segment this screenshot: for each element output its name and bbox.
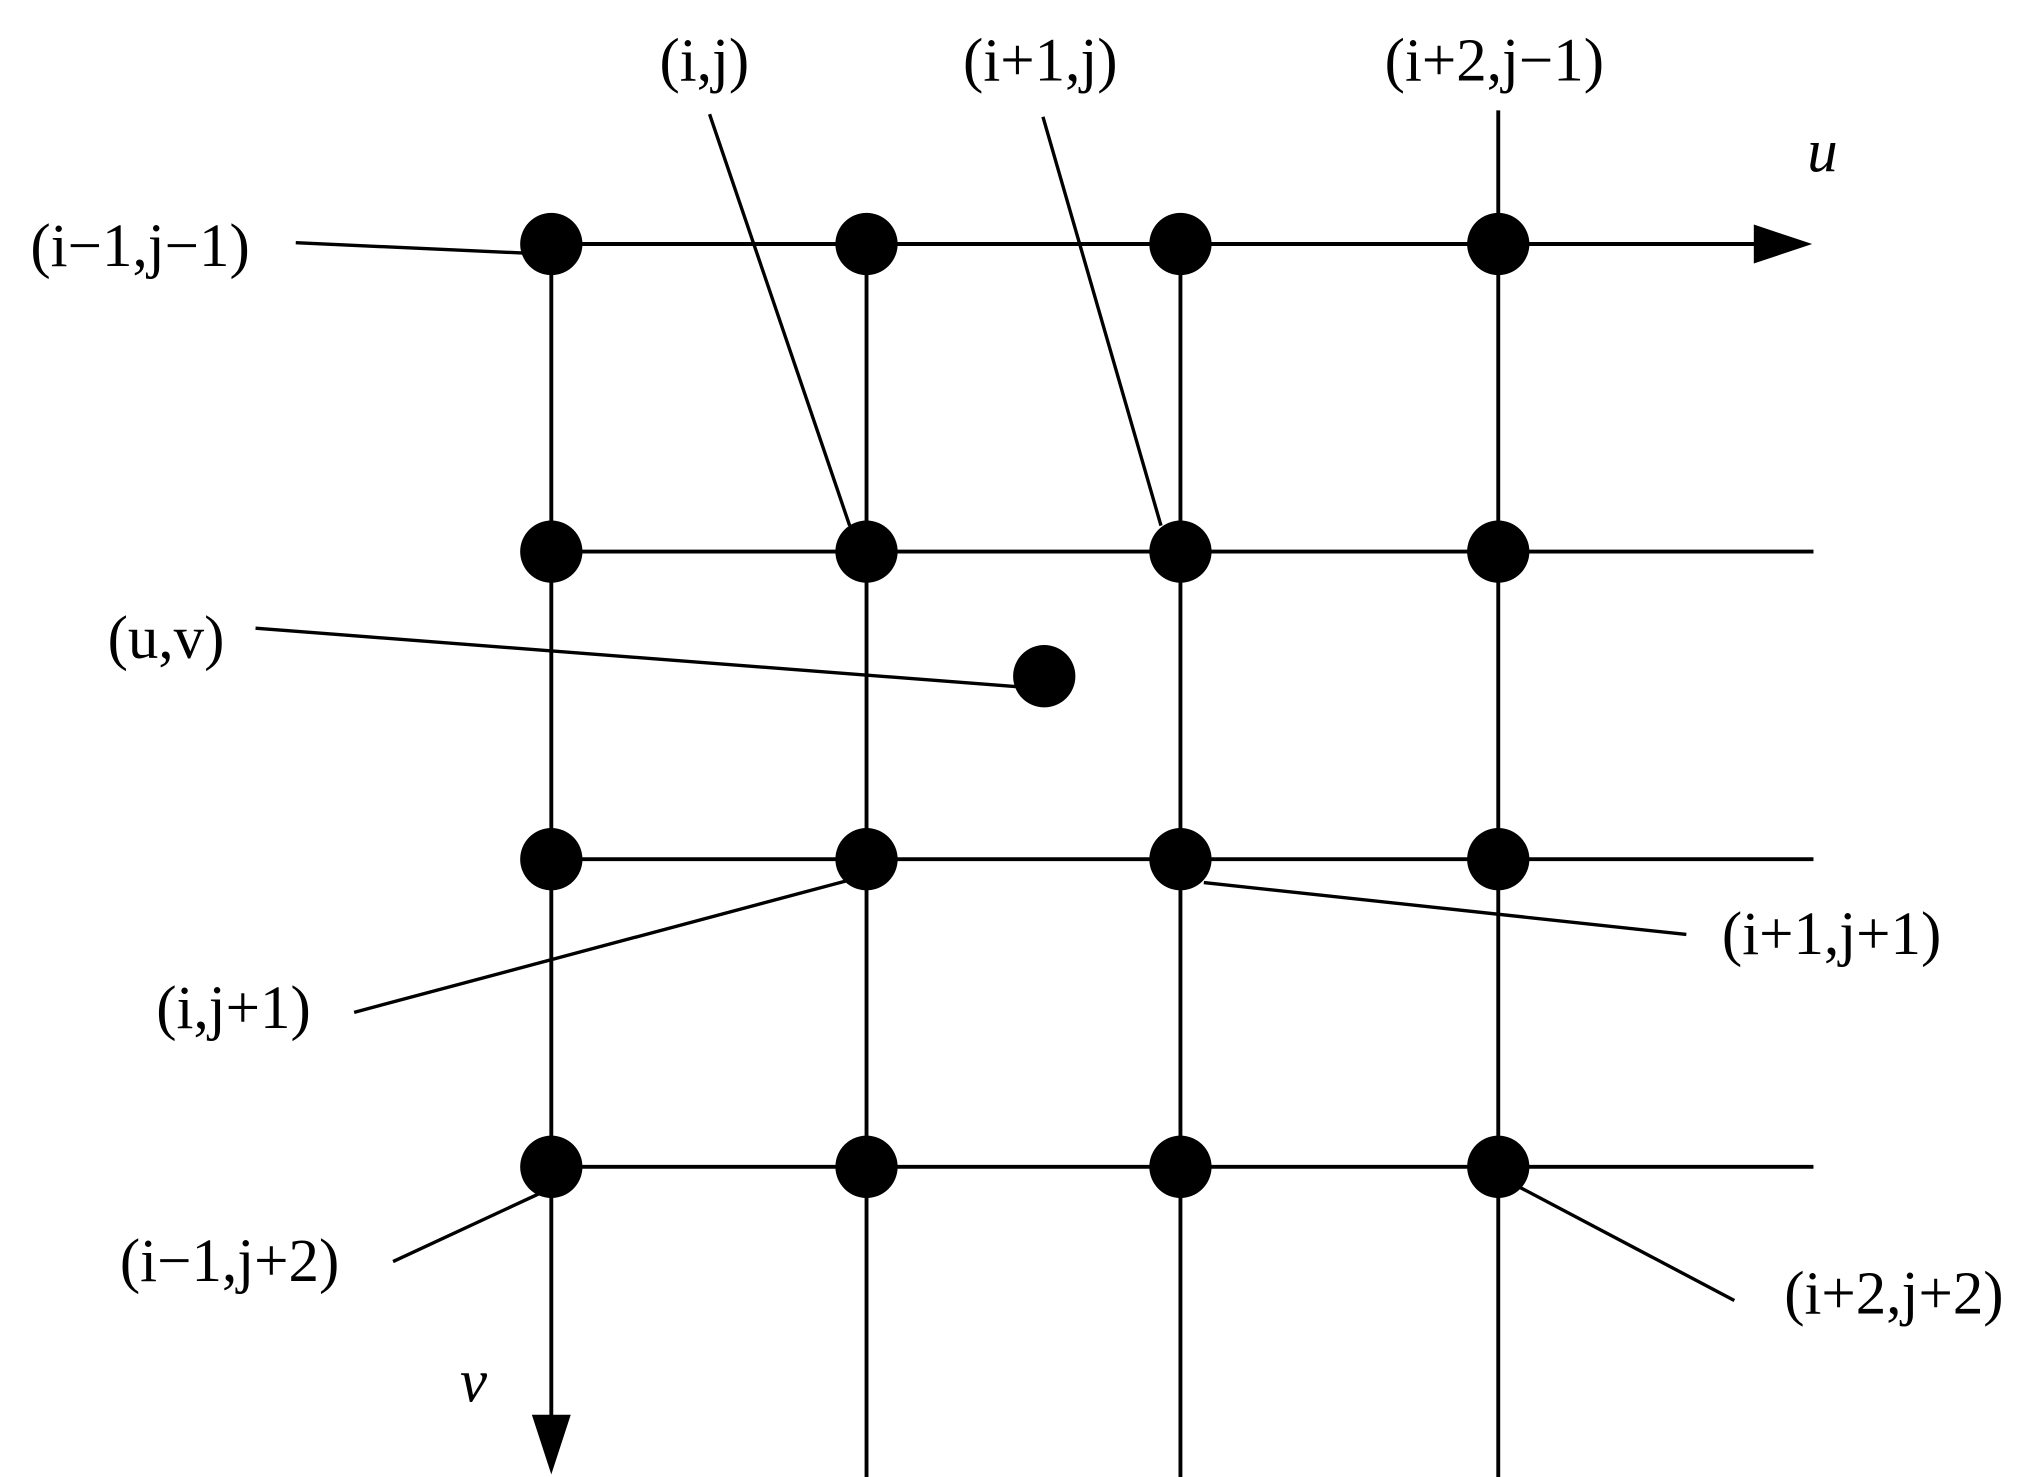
sample-point-uv [1013,645,1076,708]
grid-node [520,520,583,583]
leader-line [707,113,852,527]
grid-node [520,212,583,276]
grid-node [1149,520,1212,583]
label-i-j: (i,j) [660,27,750,94]
leader-line [392,1192,540,1264]
label-im1-jm1: (i−1,j−1) [30,213,249,280]
grid-node [835,520,898,583]
grid-nodes [520,212,1530,1198]
grid-node [520,1135,583,1198]
label-im1-jp2: (i−1,j+2) [120,1228,339,1295]
label-ip2-jp2: (i+2,j+2) [1784,1260,2003,1327]
grid-node [835,1135,898,1198]
grid-node [835,212,898,276]
v-axis-arrowhead [531,1414,571,1475]
grid-lines [531,110,1814,1477]
label-ip2-jm1: (i+2,j−1) [1385,27,1604,94]
grid-node [1149,1135,1212,1198]
leader-line [1041,116,1163,527]
grid-node [1149,828,1212,891]
grid-node [1467,1135,1530,1198]
leader-line [295,241,525,255]
label-ip1-jp1: (i+1,j+1) [1722,901,1941,968]
label-i-jp1: (i,j+1) [156,975,311,1042]
grid-node [1149,212,1212,276]
grid-node [1467,520,1530,583]
leader-lines [255,113,1736,1302]
leader-line [353,878,851,1014]
leader-line [1519,1186,1736,1302]
grid-node [520,828,583,891]
leader-line [1203,880,1687,937]
leader-line [255,626,1016,689]
u-axis-arrowhead [1753,224,1813,264]
grid-node [1467,828,1530,891]
label-u-v: (u,v) [108,605,225,672]
grid-node [1467,212,1530,276]
grid-node [835,828,898,891]
label-ip1-j: (i+1,j) [963,27,1118,94]
axis-label-u: u [1807,118,1837,185]
axis-label-v: v [460,1349,488,1416]
